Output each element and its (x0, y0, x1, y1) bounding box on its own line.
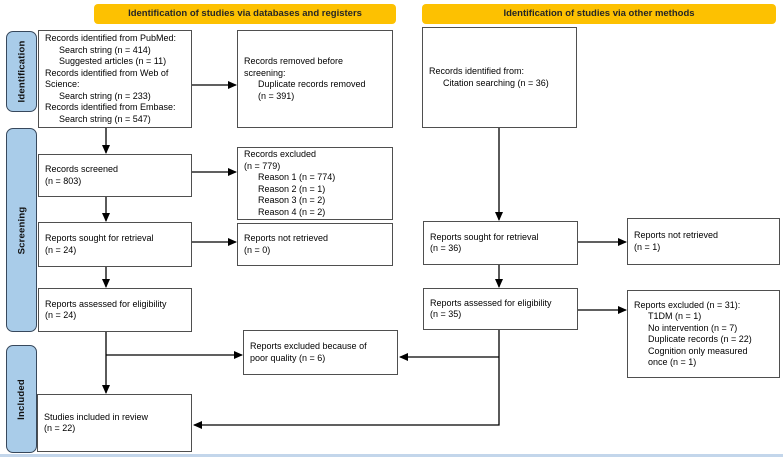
bottom-strip (0, 454, 783, 457)
box-reports-sought-left: Reports sought for retrieval(n = 24) (38, 222, 192, 267)
box-reports-not-retrieved-right-line-0: Reports not retrieved (634, 230, 719, 240)
box-reports-sought-right-line-0: Reports sought for retrieval (430, 231, 539, 242)
box-studies-included-line-0: Studies included in review (44, 411, 149, 422)
box-records-excluded-line-0: Records excluded (244, 149, 317, 159)
stage-screening: Screening (6, 128, 37, 332)
box-reports-not-retrieved-right: Reports not retrieved(n = 1) (627, 218, 780, 265)
box-records-excluded-line-2: Reason 1 (n = 774) (258, 172, 336, 182)
box-reports-assessed-left: Reports assessed for eligibility(n = 24) (38, 288, 192, 332)
box-reports-excluded-right-line-5: once (n = 1) (648, 357, 697, 367)
box-reports-sought-right-line-1: (n = 36) (430, 243, 462, 253)
box-studies-included: Studies included in review(n = 22) (37, 394, 192, 452)
box-records-screened-line-0: Records screened (45, 164, 119, 174)
box-reports-excluded-right-line-1: T1DM (n = 1) (648, 311, 702, 321)
box-reports-excluded-right: Reports excluded (n = 31):T1DM (n = 1)No… (627, 290, 780, 378)
box-reports-assessed-left-line-0: Reports assessed for eligibility (45, 298, 167, 309)
box-records-removed-before-screening-line-1: screening: (244, 67, 286, 78)
box-reports-excluded-right-line-0: Reports excluded (n = 31): (634, 299, 741, 310)
box-records-excluded-line-5: Reason 4 (n = 2) (258, 206, 326, 217)
box-reports-not-retrieved-left: Reports not retrieved(n = 0) (237, 223, 393, 266)
header-other-methods: Identification of studies via other meth… (422, 4, 776, 24)
box-records-identified-databases-line-5: Search string (n = 233) (59, 90, 151, 101)
box-reports-excluded-right-line-4: Cognition only measured (648, 345, 748, 356)
box-records-identified-databases-line-4: Science: (45, 79, 80, 89)
stage-identification-label: Identification (16, 40, 28, 103)
header-databases-registers: Identification of studies via databases … (94, 4, 396, 24)
box-records-identified-databases-line-1: Search string (n = 414) (59, 44, 151, 55)
box-reports-excluded-right-line-2: No intervention (n = 7) (648, 322, 738, 333)
box-records-screened: Records screened(n = 803) (38, 154, 192, 197)
box-reports-not-retrieved-left-line-0: Reports not retrieved (244, 233, 329, 243)
box-reports-not-retrieved-right-line-1: (n = 1) (634, 241, 661, 252)
box-reports-excluded-poor-quality-line-1: poor quality (n = 6) (250, 352, 326, 363)
box-reports-not-retrieved-left-line-1: (n = 0) (244, 244, 271, 255)
stage-screening-label: Screening (16, 206, 28, 254)
box-records-identified-databases-line-2: Suggested articles (n = 11) (59, 56, 167, 66)
box-records-identified-databases-line-3: Records identified from Web of (45, 67, 169, 78)
box-records-excluded-line-3: Reason 2 (n = 1) (258, 183, 326, 194)
box-records-excluded-line-4: Reason 3 (n = 2) (258, 195, 326, 205)
box-records-removed-before-screening-line-0: Records removed before (244, 56, 344, 66)
box-records-removed-before-screening-line-2: Duplicate records removed (258, 79, 366, 89)
box-reports-sought-left-line-1: (n = 24) (45, 244, 77, 255)
box-reports-assessed-left-line-1: (n = 24) (45, 310, 77, 320)
stage-identification: Identification (6, 31, 37, 112)
box-records-screened-line-1: (n = 803) (45, 175, 82, 186)
stage-included-label: Included (16, 378, 28, 420)
box-records-identified-databases-line-6: Records identified from Embase: (45, 102, 176, 112)
box-reports-assessed-right-line-1: (n = 35) (430, 309, 462, 319)
box-reports-excluded-poor-quality-line-0: Reports excluded because of (250, 341, 367, 351)
box-reports-sought-left-line-0: Reports sought for retrieval (45, 233, 154, 243)
box-records-identified-citation-line-0: Records identified from: (429, 66, 525, 76)
stage-included: Included (6, 345, 37, 453)
box-records-identified-citation: Records identified from:Citation searchi… (422, 27, 577, 128)
box-records-excluded: Records excluded(n = 779)Reason 1 (n = 7… (237, 147, 393, 220)
box-reports-assessed-right: Reports assessed for eligibility(n = 35) (423, 288, 578, 330)
box-records-identified-databases-line-7: Search string (n = 547) (59, 113, 151, 124)
box-records-identified-citation-line-1: Citation searching (n = 36) (443, 77, 549, 88)
box-records-identified-databases: Records identified from PubMed:Search st… (38, 30, 192, 128)
box-reports-sought-right: Reports sought for retrieval(n = 36) (423, 221, 578, 265)
box-studies-included-line-1: (n = 22) (44, 423, 76, 433)
box-records-identified-databases-line-0: Records identified from PubMed: (45, 33, 177, 43)
box-reports-excluded-right-line-3: Duplicate records (n = 22) (648, 334, 752, 344)
box-records-removed-before-screening-line-3: (n = 391) (258, 90, 295, 101)
box-records-excluded-line-1: (n = 779) (244, 160, 281, 171)
box-reports-assessed-right-line-0: Reports assessed for eligibility (430, 297, 552, 308)
